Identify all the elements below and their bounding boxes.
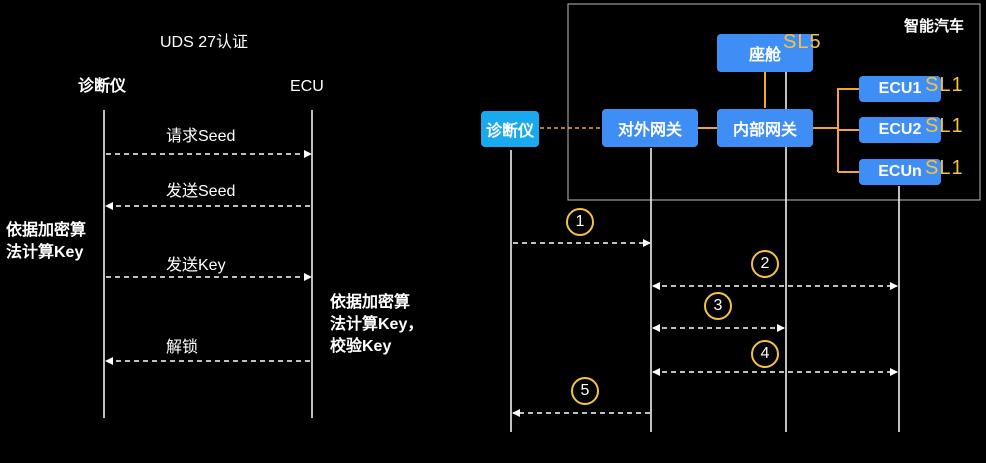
step-5-badge: 5	[571, 377, 599, 405]
sl-cabin: SL5	[783, 31, 822, 53]
node-ecun: ECUn	[859, 159, 941, 185]
msg-send-key: 发送Key	[166, 257, 226, 274]
note-diag-compute: 依据加密算 法计算Key	[6, 222, 87, 261]
step-2-badge: 2	[751, 250, 779, 278]
note-ecu-verify: 依据加密算 法计算Key， 校验Key	[330, 294, 424, 355]
node-diag: 诊断仪	[481, 111, 539, 147]
sl-ecu2: SL1	[925, 115, 964, 137]
sl-ecu1: SL1	[925, 74, 964, 96]
node-ecu1: ECU1	[859, 76, 941, 102]
node-ecu2: ECU2	[859, 117, 941, 143]
smart-car-box	[567, 3, 981, 201]
node-ext-gateway: 对外网关	[602, 109, 698, 147]
msg-request-seed: 请求Seed	[166, 128, 236, 145]
step-4-badge: 4	[751, 340, 779, 368]
node-int-gateway: 内部网关	[717, 109, 813, 147]
msg-send-seed: 发送Seed	[166, 183, 236, 200]
msg-unlock: 解锁	[166, 339, 199, 356]
step-1-badge: 1	[566, 208, 594, 236]
smart-car-title: 智能汽车	[904, 18, 965, 35]
uds-title: UDS 27认证	[160, 34, 249, 51]
actor-ecu-label: ECU	[290, 78, 324, 95]
actor-diag-label: 诊断仪	[78, 78, 127, 95]
sl-ecun: SL1	[925, 157, 964, 179]
step-3-badge: 3	[704, 292, 732, 320]
node-cabin: 座舱	[717, 34, 813, 72]
